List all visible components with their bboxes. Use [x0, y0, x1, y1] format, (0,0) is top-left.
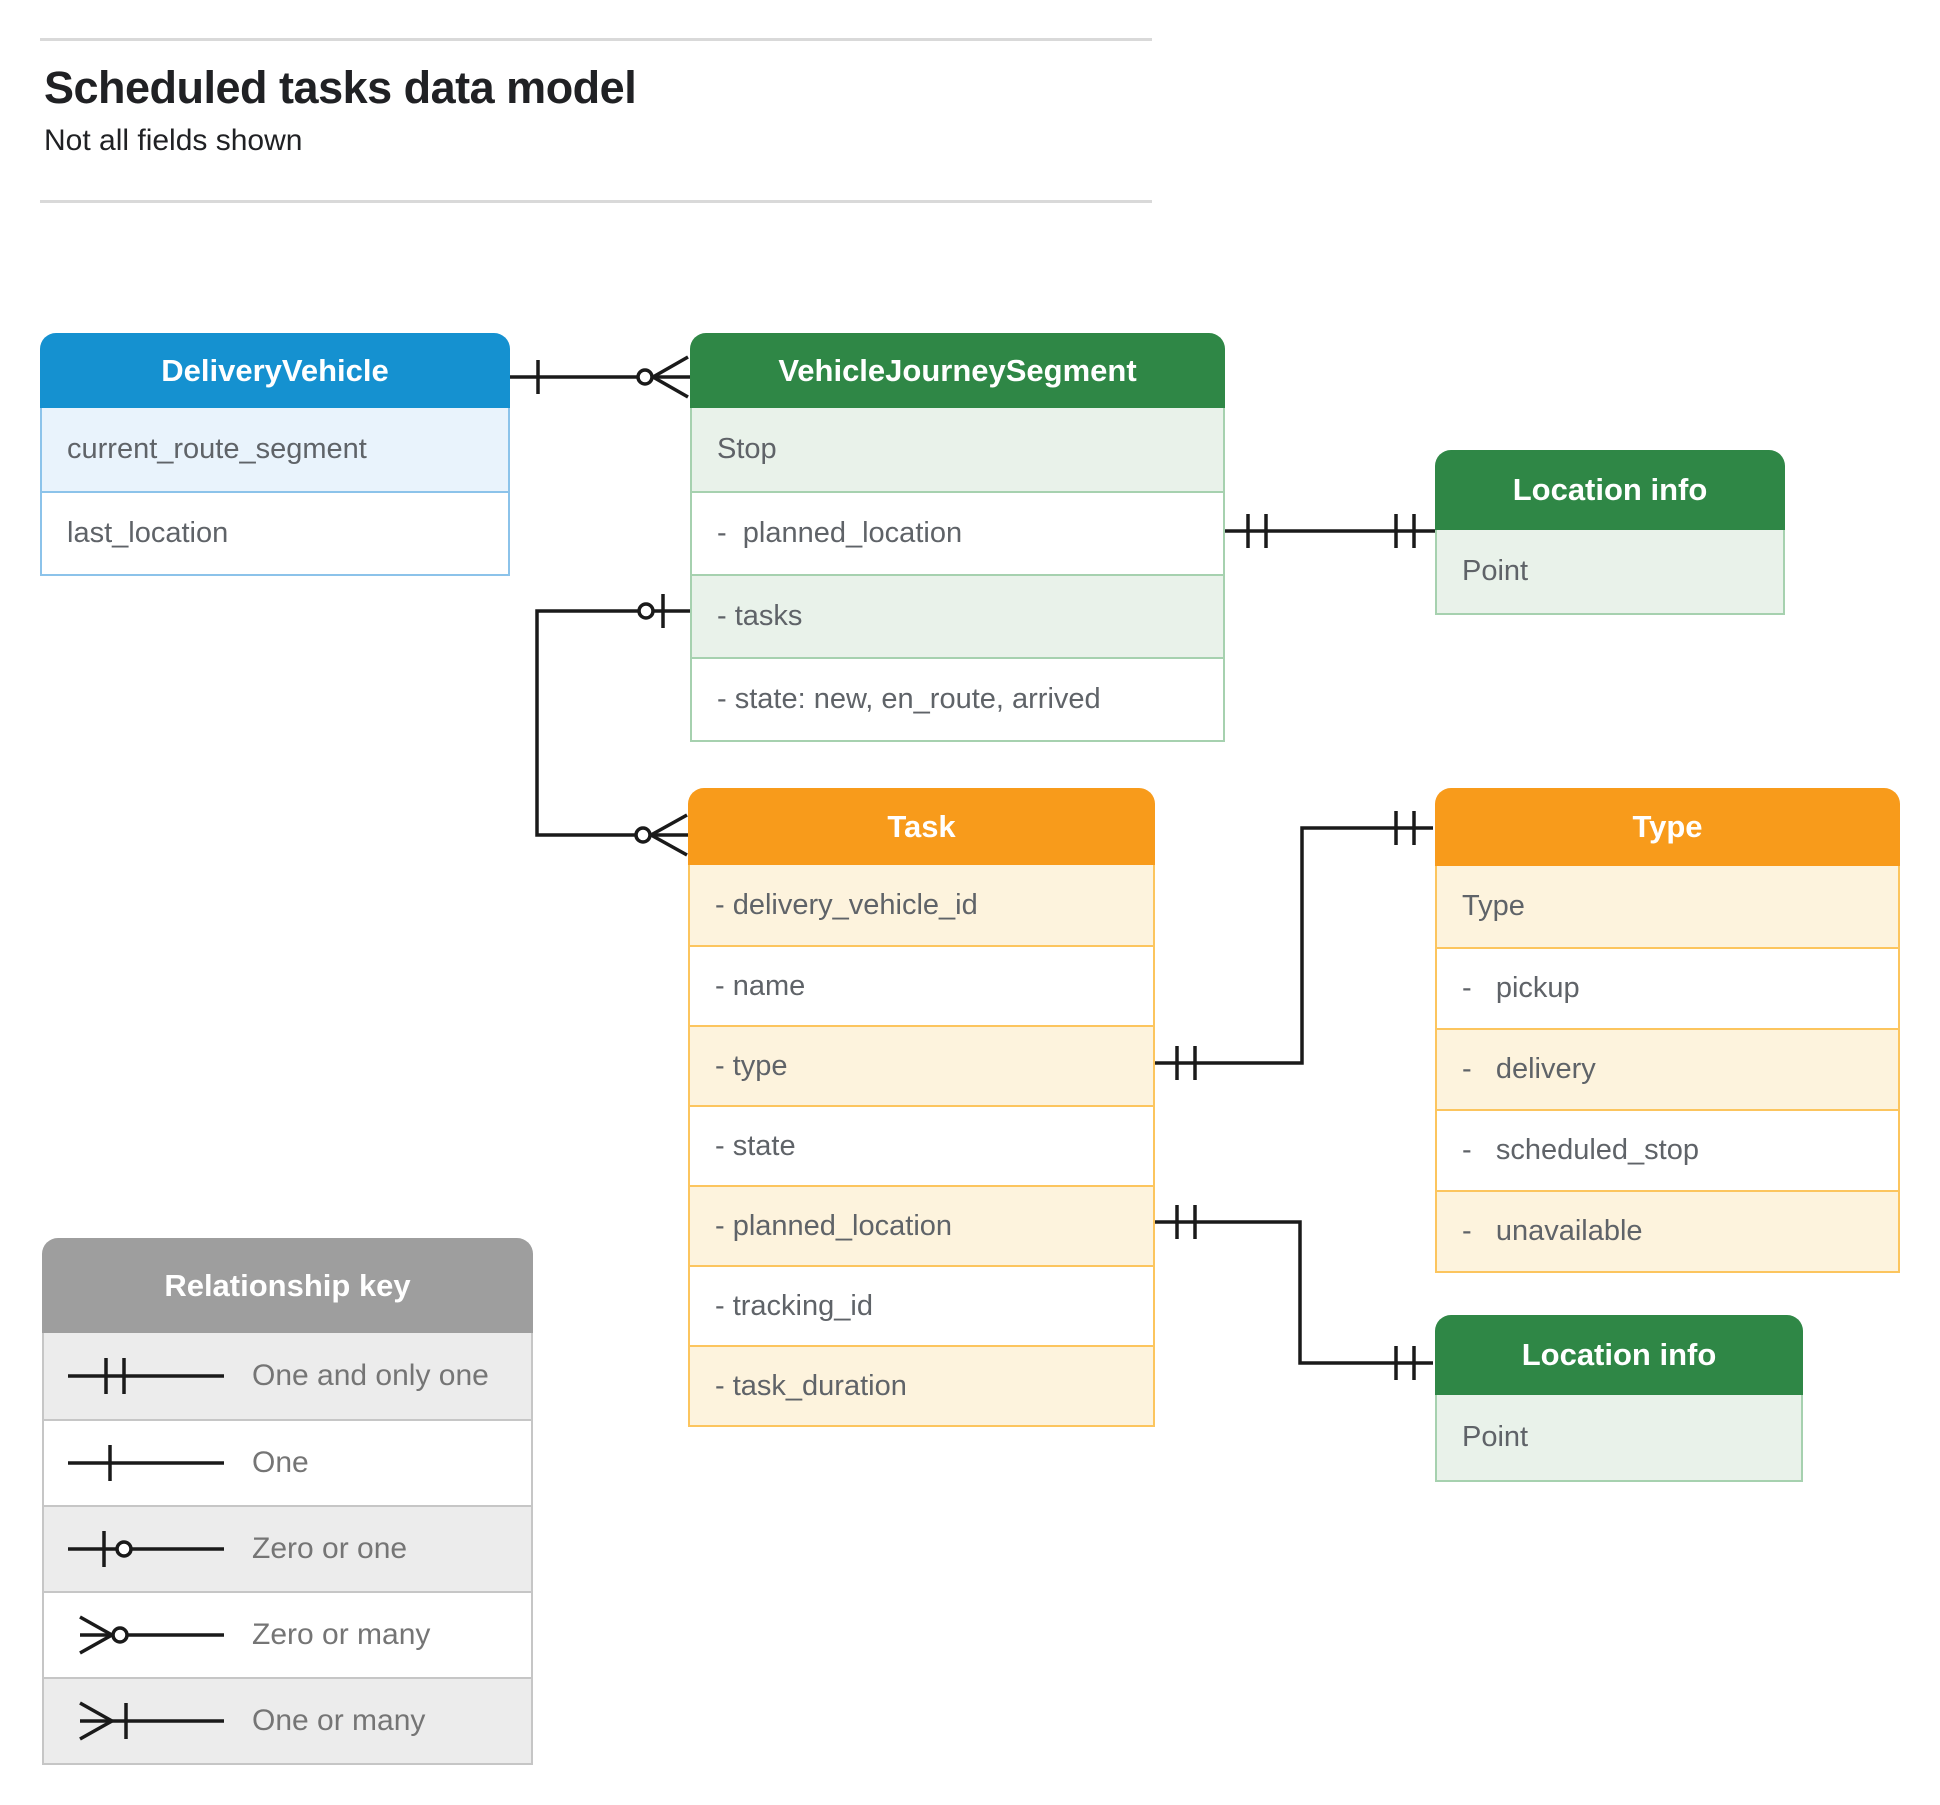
legend-label: Zero or many — [252, 1618, 431, 1651]
title-divider — [40, 200, 1152, 203]
one-and-only-one-icon — [68, 1358, 224, 1394]
relationship-key: Relationship key One and only one One — [42, 1238, 533, 1765]
connector-taskplannedlocation-to-locationinfo-bottom — [1155, 1205, 1433, 1380]
legend-item: One — [44, 1419, 531, 1505]
field-row: - state — [690, 1105, 1153, 1185]
entity-location-info-top-body: Point — [1435, 530, 1785, 615]
field-row: - name — [690, 945, 1153, 1025]
connector-tasks-to-task — [535, 594, 690, 857]
field-row: - delivery — [1437, 1028, 1898, 1109]
field-row: - planned_location — [692, 491, 1223, 574]
field-row: - planned_location — [690, 1185, 1153, 1265]
field-row: current_route_segment — [42, 408, 508, 491]
field-row: last_location — [42, 491, 508, 574]
entity-location-info-bottom-body: Point — [1435, 1395, 1803, 1482]
entity-task: Task - delivery_vehicle_id - name - type… — [688, 788, 1155, 1427]
legend-item: Zero or many — [44, 1591, 531, 1677]
entity-vehicle-journey-segment: VehicleJourneySegment Stop - planned_loc… — [690, 333, 1225, 742]
field-row: - type — [690, 1025, 1153, 1105]
entity-delivery-vehicle-header: DeliveryVehicle — [40, 333, 510, 408]
relationship-key-header: Relationship key — [42, 1238, 533, 1333]
field-row: - state: new, en_route, arrived — [692, 657, 1223, 740]
entity-task-body: - delivery_vehicle_id - name - type - st… — [688, 865, 1155, 1427]
legend-label: One and only one — [252, 1359, 489, 1392]
legend-item: Zero or one — [44, 1505, 531, 1591]
entity-type-body: Type - pickup - delivery - scheduled_sto… — [1435, 866, 1900, 1273]
one-or-many-icon — [79, 1701, 224, 1741]
field-row: Point — [1437, 530, 1783, 613]
legend-item: One and only one — [44, 1333, 531, 1419]
field-row: - scheduled_stop — [1437, 1109, 1898, 1190]
field-row: - tasks — [692, 574, 1223, 657]
zero-or-one-icon — [68, 1531, 224, 1567]
page-title: Scheduled tasks data model — [44, 62, 637, 113]
legend-label: One — [252, 1446, 309, 1479]
field-row: - unavailable — [1437, 1190, 1898, 1271]
connector-deliveryvehicle-to-vehiclejourneysegment — [510, 355, 690, 399]
field-row: - tracking_id — [690, 1265, 1153, 1345]
field-row: - delivery_vehicle_id — [690, 865, 1153, 945]
entity-vehicle-journey-segment-header: VehicleJourneySegment — [690, 333, 1225, 408]
field-row: - task_duration — [690, 1345, 1153, 1425]
entity-task-header: Task — [688, 788, 1155, 865]
field-row: Stop — [692, 408, 1223, 491]
connector-tasktype-to-type — [1155, 811, 1433, 1080]
entity-location-info-top: Location info Point — [1435, 450, 1785, 615]
entity-type: Type Type - pickup - delivery - schedule… — [1435, 788, 1900, 1273]
entity-location-info-top-header: Location info — [1435, 450, 1785, 530]
relationship-key-body: One and only one One Zero or one — [42, 1333, 533, 1765]
connector-plannedlocation-to-locationinfo-top — [1225, 514, 1435, 548]
top-divider — [40, 38, 1152, 41]
entity-delivery-vehicle: DeliveryVehicle current_route_segment la… — [40, 333, 510, 576]
legend-item: One or many — [44, 1677, 531, 1763]
entity-location-info-bottom: Location info Point — [1435, 1315, 1803, 1482]
one-icon — [68, 1445, 224, 1481]
entity-type-header: Type — [1435, 788, 1900, 866]
entity-delivery-vehicle-body: current_route_segment last_location — [40, 408, 510, 576]
field-row: Point — [1437, 1395, 1801, 1480]
field-row: Type — [1437, 866, 1898, 947]
page-subtitle: Not all fields shown — [44, 124, 303, 157]
entity-vehicle-journey-segment-body: Stop - planned_location - tasks - state:… — [690, 408, 1225, 742]
legend-label: Zero or one — [252, 1532, 408, 1565]
zero-or-many-icon — [79, 1615, 224, 1655]
field-row: - pickup — [1437, 947, 1898, 1028]
entity-location-info-bottom-header: Location info — [1435, 1315, 1803, 1395]
legend-label: One or many — [252, 1704, 426, 1737]
